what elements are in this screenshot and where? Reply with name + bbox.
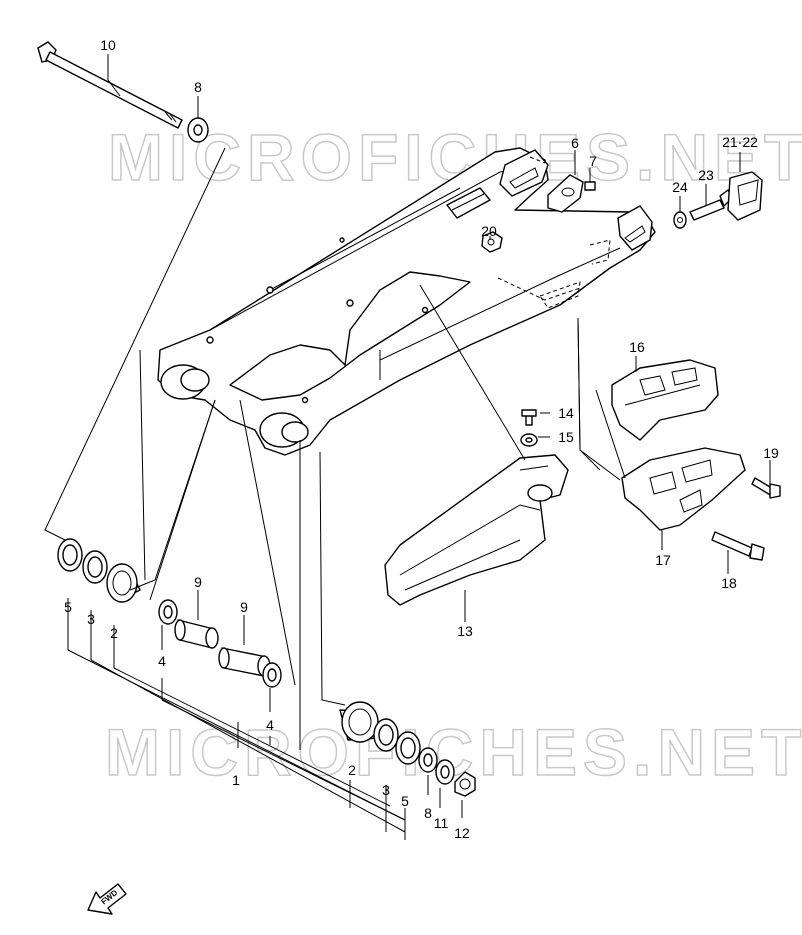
callout-11: 11 [434,815,449,831]
callout-12: 12 [454,825,470,841]
callout-1: 1 [232,772,240,788]
callout-9-a: 9 [194,574,202,590]
callout-8-top: 8 [194,79,202,95]
chain-slider [384,454,569,606]
callout-23: 23 [698,167,714,183]
bolt-18 [711,531,753,557]
callout-24: 24 [672,179,688,195]
callout-14: 14 [558,405,574,421]
bolt-23 [689,199,725,221]
callout-2-right: 2 [348,762,356,778]
callout-7: 7 [589,153,597,169]
callout-3-right: 3 [382,782,390,798]
callout-5-right: 5 [401,793,409,809]
callout-3-left: 3 [87,611,95,627]
callout-5-left: 5 [64,599,72,615]
callout-4-left: 4 [158,653,166,669]
callout-10: 10 [100,37,116,53]
screw-14 [521,409,537,426]
bearing-group-right [339,701,476,797]
chain-adjuster-6 [547,174,584,213]
callout-8-bottom: 8 [424,805,432,821]
swingarm [157,147,656,456]
bolt-7 [584,181,596,191]
nut-20 [481,231,503,253]
callout-16: 16 [629,339,645,355]
pivot-bolt [37,41,183,129]
callout-4-right: 4 [266,717,274,733]
callout-21-22: 21·22 [722,134,758,150]
leader-lines [44,54,771,840]
callout-15: 15 [558,429,574,445]
callout-13: 13 [457,623,473,639]
washer-24 [673,211,687,229]
chain-guide-16 [611,359,719,441]
callout-18: 18 [721,575,737,591]
forward-arrow-icon: FWD [87,883,127,915]
callout-2-left: 2 [110,625,118,641]
nut-12 [454,771,476,797]
chain-guide-17 [621,447,746,531]
callout-6: 6 [571,135,579,151]
callout-17: 17 [655,552,671,568]
adjuster-block-21-22 [727,171,763,221]
bearing-group-left [57,538,141,603]
callout-19: 19 [763,445,779,461]
callout-20: 20 [481,223,497,239]
callout-labels: 10 8 6 7 21·22 23 24 20 16 14 15 19 17 1… [64,37,779,841]
collars-and-spacers [158,599,282,688]
callout-9-b: 9 [240,599,248,615]
